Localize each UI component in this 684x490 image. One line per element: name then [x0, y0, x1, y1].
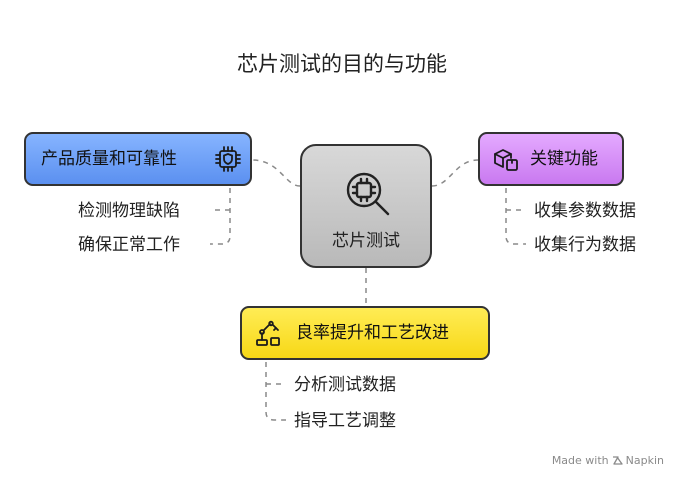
branch-yield: 良率提升和工艺改进 [240, 306, 490, 360]
center-label: 芯片测试 [332, 231, 400, 251]
branch-key-functions-label: 关键功能 [530, 149, 598, 169]
branch-yield-label: 良率提升和工艺改进 [296, 323, 449, 343]
diagram-title: 芯片测试的目的与功能 [237, 52, 447, 76]
branding-brand: Napkin [625, 454, 664, 467]
yield-item-2: 指导工艺调整 [294, 411, 396, 431]
connector-keyfunc-items [505, 188, 526, 245]
keyfunc-item-1: 收集参数数据 [534, 201, 636, 221]
robot-arm-icon [256, 320, 280, 346]
center-node: 芯片测试 [300, 144, 432, 268]
connector-yield-items [265, 362, 286, 421]
connector-quality-items [210, 188, 231, 245]
branch-quality-label: 产品质量和可靠性 [41, 149, 177, 169]
branding[interactable]: Made with Napkin [552, 454, 664, 467]
quality-item-2: 确保正常工作 [78, 235, 180, 255]
boxes-icon [494, 149, 518, 171]
chip-shield-icon [215, 146, 241, 172]
branding-text: Made with [551, 454, 609, 467]
branch-key-functions: 关键功能 [478, 132, 624, 186]
connector-center-quality [251, 159, 301, 187]
yield-item-1: 分析测试数据 [294, 375, 396, 395]
napkin-logo-icon [612, 456, 623, 465]
quality-item-1: 检测物理缺陷 [78, 201, 180, 221]
keyfunc-item-2: 收集行为数据 [534, 235, 636, 255]
chip-search-icon [346, 172, 390, 216]
connector-center-keyfunc [431, 159, 479, 187]
branch-quality: 产品质量和可靠性 [24, 132, 252, 186]
